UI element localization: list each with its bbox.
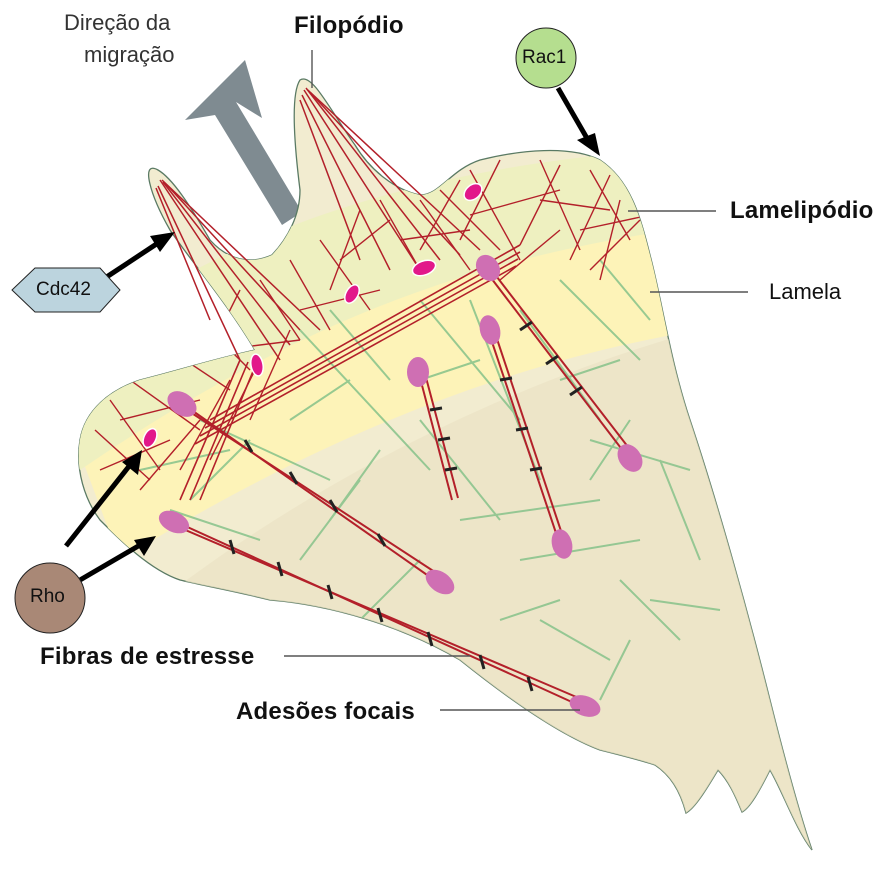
- direction-label-line1: Direção da: [64, 10, 170, 35]
- lamelipodio-label: Lamelipódio: [730, 197, 874, 225]
- adesoes-label: Adesões focais: [236, 698, 415, 726]
- rho-label: Rho: [30, 586, 65, 608]
- rac1-label: Rac1: [522, 47, 566, 69]
- fibras-label: Fibras de estresse: [40, 643, 254, 671]
- migration-arrow: [185, 60, 302, 225]
- cdc42-label: Cdc42: [36, 279, 91, 301]
- lamela-label: Lamela: [769, 279, 841, 304]
- direction-label-line2: migração: [84, 42, 174, 67]
- filopodio-label: Filopódio: [294, 12, 404, 40]
